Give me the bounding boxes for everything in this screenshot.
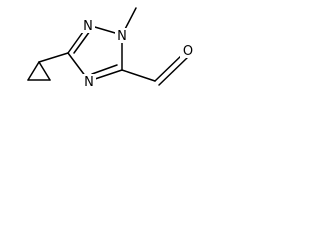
atom-n4-background (82, 74, 96, 89)
atom-n1-label: N (117, 29, 127, 44)
bond-c5-cho (121, 69, 156, 82)
bond-cho-o-double (154, 53, 184, 82)
atom-o-label: O (183, 44, 193, 59)
molecule-structure: N N N O (27, 7, 195, 90)
bond-cp-c-cp-a (27, 61, 40, 81)
atom-o-background (180, 42, 195, 58)
bond-cp-b-cp-c (38, 61, 51, 81)
atom-n1-background (115, 28, 129, 43)
atom-n2-label: N (83, 19, 93, 34)
bond-cp-c-c3 (38, 52, 69, 63)
bond-c3-n2-double-inner (73, 30, 91, 54)
bond-c5-n4-double-inner (91, 64, 118, 75)
bond-cho-o-double-inner (158, 57, 188, 86)
atom-n4-label: N (84, 75, 94, 90)
atom-n2-background (81, 18, 95, 33)
